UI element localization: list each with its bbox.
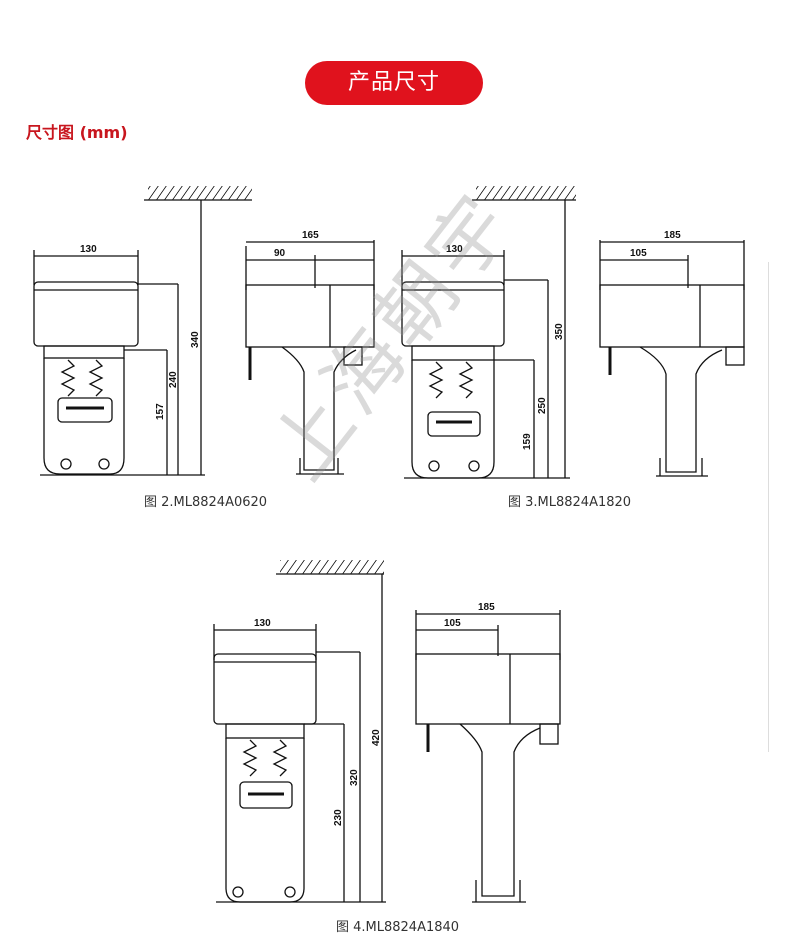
divider: [768, 262, 769, 752]
figure-4-caption: 图 4.ML8824A1840: [336, 920, 460, 935]
fig4-h2: 230: [333, 809, 344, 826]
fig2-side-width: 165: [302, 230, 319, 241]
fig2-h2: 157: [155, 403, 166, 420]
fig4-front-width: 130: [254, 618, 271, 629]
figure-4-drawing: [213, 560, 561, 903]
figure-3-drawing: [401, 186, 745, 479]
fig2-h1: 240: [168, 371, 179, 388]
figure-2-caption: 图 2.ML8824A0620: [144, 495, 268, 510]
fig2-total-height: 340: [190, 331, 201, 348]
fig3-h2: 159: [522, 433, 533, 450]
dimension-heading: 尺寸图 (mm): [26, 123, 128, 142]
figure-3-caption: 图 3.ML8824A1820: [508, 495, 632, 510]
fig3-total-height: 350: [554, 323, 565, 340]
fig3-side-inner: 105: [630, 248, 647, 259]
fig2-side-inner: 90: [274, 248, 286, 259]
fig3-front-width: 130: [446, 244, 463, 255]
section-title-pill: 产品尺寸: [305, 61, 483, 105]
fig4-total-height: 420: [371, 729, 382, 746]
fig4-side-width: 185: [478, 602, 495, 613]
fig3-side-width: 185: [664, 230, 681, 241]
fig2-front-width: 130: [80, 244, 97, 255]
figure-2-drawing: [33, 186, 375, 476]
fig4-side-inner: 105: [444, 618, 461, 629]
fig3-h1: 250: [537, 397, 548, 414]
fig4-h1: 320: [349, 769, 360, 786]
